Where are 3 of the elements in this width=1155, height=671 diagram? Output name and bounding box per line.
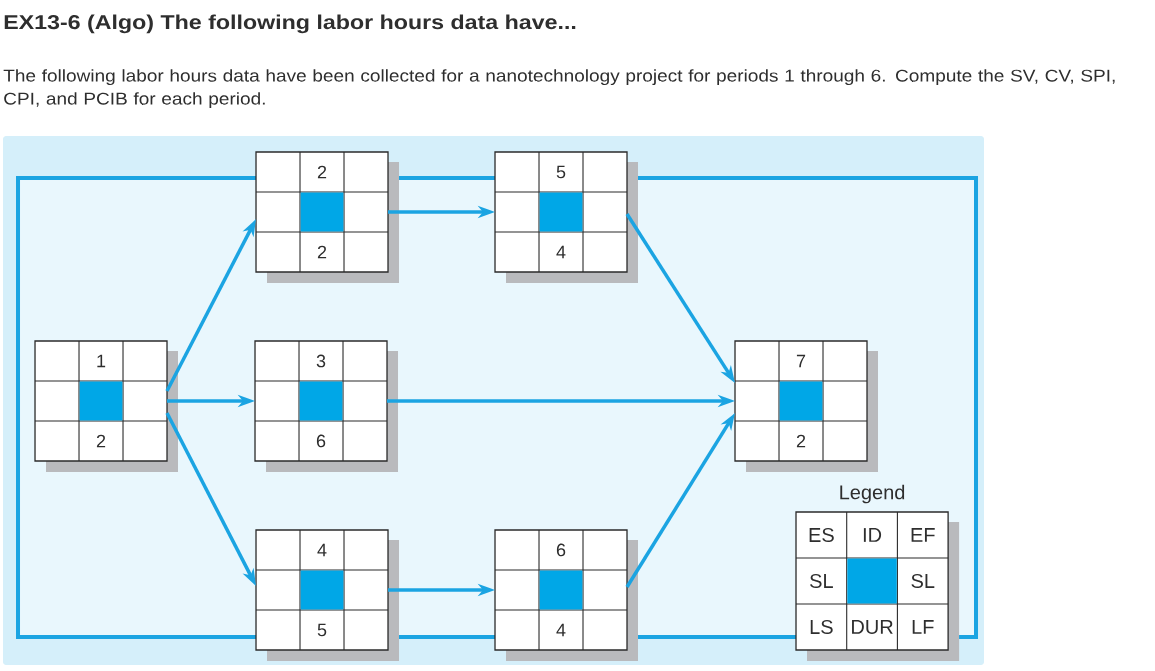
legend-heading: Legend (840, 484, 905, 504)
question-text: The following labor hours data have been collected for a nanotechnology project for periods 1 through 6. Compute the SV, CV, SPI, CPI, and PCIB for each period. (3, 69, 1115, 109)
title: EX13-6 (Algo) The following labor hours data have... (4, 14, 576, 34)
